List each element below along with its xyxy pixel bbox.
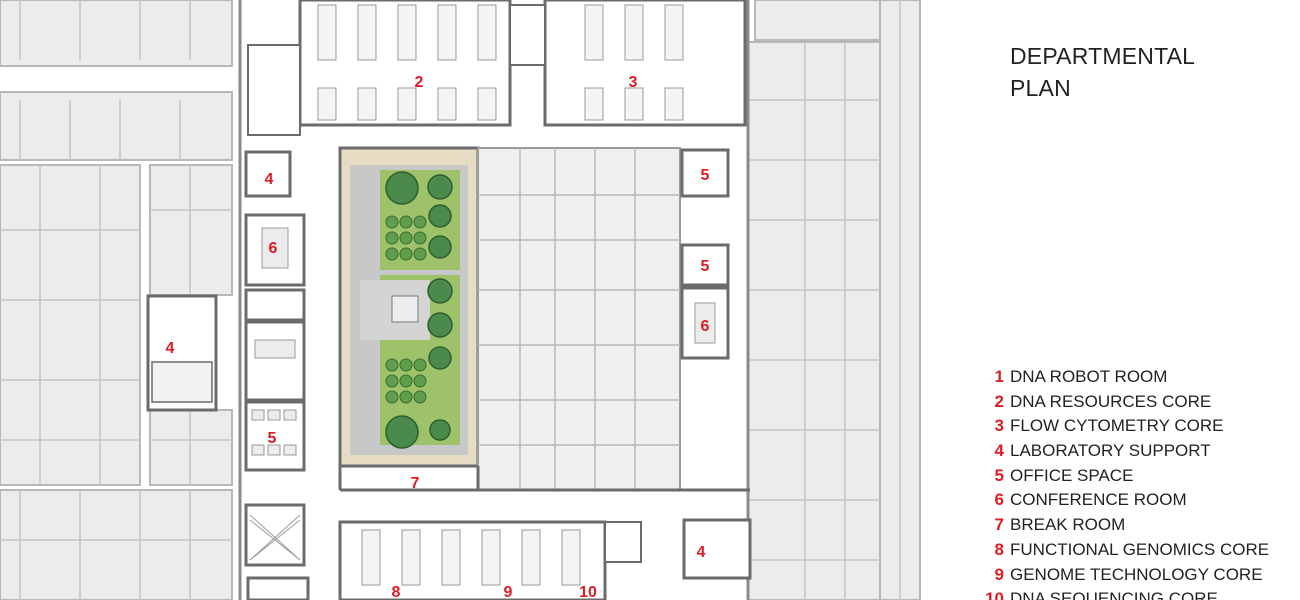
- room-label-8: 8: [392, 584, 401, 600]
- break-room: [338, 466, 750, 492]
- plan-title-line-2: PLAN: [1010, 75, 1071, 101]
- room-label-5b: 5: [701, 258, 710, 275]
- legend-item: 6 CONFERENCE ROOM: [980, 488, 1300, 513]
- room-label-6a: 6: [269, 240, 278, 257]
- legend-label: OFFICE SPACE: [1010, 465, 1134, 485]
- legend-number: 4: [994, 441, 1004, 461]
- central-existing-building: [477, 147, 681, 491]
- lab-benches-north: [317, 4, 684, 121]
- room-label-5a: 5: [701, 167, 710, 184]
- legend-item: 7 BREAK ROOM: [980, 513, 1300, 538]
- legend-item: 4 LABORATORY SUPPORT: [980, 439, 1300, 464]
- legend-number: 2: [994, 391, 1004, 411]
- room-label-7: 7: [411, 475, 420, 492]
- context-buildings: [0, 0, 921, 600]
- legend-item: 9 GENOME TECHNOLOGY CORE: [980, 563, 1300, 588]
- legend-label: LABORATORY SUPPORT: [1010, 441, 1211, 461]
- room-labels: 2 3 4 4 4 5 5 5 6 6 7 8 9 10: [166, 74, 710, 600]
- legend-number: 10: [985, 589, 1004, 600]
- legend-label: DNA SEQUENCING CORE: [1010, 589, 1218, 600]
- room-label-4b: 4: [166, 340, 175, 357]
- context-walls: [0, 0, 901, 600]
- courtyard-trees: [385, 171, 453, 449]
- legend-number: 7: [994, 515, 1004, 535]
- legend-label: FLOW CYTOMETRY CORE: [1010, 416, 1224, 436]
- legend-number: 5: [994, 465, 1004, 485]
- plan-title-line-1: DEPARTMENTAL: [1010, 43, 1196, 69]
- legend-number: 6: [994, 490, 1004, 510]
- room-label-9: 9: [504, 584, 513, 600]
- east-room-furniture: [694, 302, 716, 344]
- west-rooms: [244, 150, 310, 600]
- lab-benches-south: [361, 529, 581, 586]
- plan-title: DEPARTMENTAL PLAN: [1010, 40, 1195, 104]
- legend-number: 8: [994, 539, 1004, 559]
- room-label-5c: 5: [268, 430, 277, 447]
- room-label-2: 2: [415, 74, 424, 91]
- west-room-furniture: [249, 227, 301, 561]
- legend-number: 9: [994, 564, 1004, 584]
- room-label-4c: 4: [697, 544, 706, 561]
- legend-label: GENOME TECHNOLOGY CORE: [1010, 564, 1263, 584]
- legend-label: DNA ROBOT ROOM: [1010, 367, 1168, 386]
- legend-item: 10 DNA SEQUENCING CORE: [980, 587, 1300, 600]
- east-rooms: [680, 148, 752, 580]
- room-label-10: 10: [579, 584, 597, 600]
- legend-item: 3 FLOW CYTOMETRY CORE: [980, 414, 1300, 439]
- legend-number: 3: [994, 416, 1004, 436]
- stair-southwest: [249, 514, 301, 561]
- room-label-3: 3: [629, 74, 638, 91]
- legend-label: DNA RESOURCES CORE: [1010, 391, 1212, 411]
- floor-plan: 2 3 4 4 4 5 5 5 6 6 7 8 9 10: [0, 0, 921, 600]
- legend-item: 1 DNA ROBOT ROOM: [980, 365, 1300, 390]
- legend-label: FUNCTIONAL GENOMICS CORE: [1010, 539, 1270, 559]
- legend-item: 2 DNA RESOURCES CORE: [980, 390, 1300, 415]
- central-existing-walls: [478, 148, 680, 490]
- legend-item: 5 OFFICE SPACE: [980, 464, 1300, 489]
- courtyard-shrubs: [385, 215, 427, 404]
- room-legend: 1 DNA ROBOT ROOM 2 DNA RESOURCES CORE 3 FLO…: [980, 365, 1300, 600]
- legend-item: 8 FUNCTIONAL GENOMICS CORE: [980, 538, 1300, 563]
- annex-west: [146, 294, 218, 412]
- lab-block-south: [338, 520, 642, 600]
- room-label-4a: 4: [265, 171, 274, 188]
- room-label-6b: 6: [701, 318, 710, 335]
- legend-label: CONFERENCE ROOM: [1010, 490, 1187, 510]
- legend-label: BREAK ROOM: [1010, 515, 1126, 535]
- legend-number: 1: [994, 367, 1004, 386]
